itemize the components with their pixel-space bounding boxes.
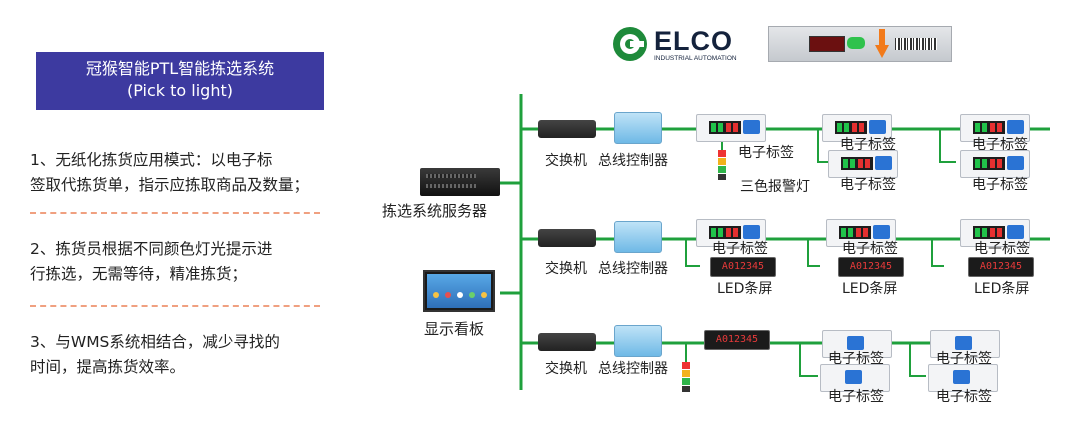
server-label: 拣选系统服务器 xyxy=(382,202,488,220)
brand-name: ELCO xyxy=(654,26,734,56)
elco-logo: ELCO INDUSTRIAL AUTOMATION xyxy=(612,26,752,66)
server-icon xyxy=(420,168,500,196)
tag-label: 电子标签 xyxy=(936,351,992,367)
controller-icon xyxy=(614,221,662,253)
down-arrow-icon xyxy=(875,29,889,58)
elco-logo-mark xyxy=(613,27,647,61)
barcode xyxy=(895,38,937,50)
ptl-device-image xyxy=(768,26,952,62)
led-strip: A012345 xyxy=(968,257,1034,277)
led-label: LED条屏 xyxy=(717,281,773,297)
point-1-line2: 签取代拣货单，指示应拣取商品及数量； xyxy=(30,176,310,194)
tag-label: 电子标签 xyxy=(738,145,794,161)
electronic-tag xyxy=(930,330,1000,358)
tag-label: 电子标签 xyxy=(840,137,896,153)
electronic-tag xyxy=(822,330,892,358)
point-1-line1: 1、无纸化拣货应用模式：以电子标 xyxy=(30,151,273,169)
point-1: 1、无纸化拣货应用模式：以电子标 签取代拣货单，指示应拣取商品及数量； xyxy=(30,148,380,198)
switch-label: 交换机 xyxy=(545,153,587,169)
three-color-lamp-icon xyxy=(718,150,726,181)
electronic-tag xyxy=(822,114,892,142)
tag-label: 电子标签 xyxy=(828,389,884,405)
electronic-tag xyxy=(820,364,890,392)
electronic-tag xyxy=(826,219,896,247)
title-box: 冠猴智能PTL智能拣选系统 (Pick to light) xyxy=(36,52,324,110)
led-label: LED条屏 xyxy=(974,281,1030,297)
brand-sub: INDUSTRIAL AUTOMATION xyxy=(654,55,737,62)
electronic-tag xyxy=(960,114,1030,142)
point-3: 3、与WMS系统相结合，减少寻找的 时间，提高拣货效率。 xyxy=(30,330,380,380)
tag-label: 电子标签 xyxy=(840,177,896,193)
electronic-tag xyxy=(960,219,1030,247)
point-2-line2: 行拣选，无需等待，精准拣货； xyxy=(30,265,248,283)
tag-label: 电子标签 xyxy=(972,137,1028,153)
divider-2 xyxy=(30,305,320,307)
point-2-line1: 2、拣货员根据不同颜色灯光提示进 xyxy=(30,240,273,258)
led-strip: A012345 xyxy=(704,330,770,350)
title-line1: 冠猴智能PTL智能拣选系统 xyxy=(85,59,275,78)
electronic-tag xyxy=(696,219,766,247)
controller-icon xyxy=(614,112,662,144)
device-display xyxy=(809,36,845,52)
display-board-icon xyxy=(423,270,495,312)
three-color-lamp-icon xyxy=(682,362,690,393)
switch-label: 交换机 xyxy=(545,361,587,377)
tag-label: 电子标签 xyxy=(974,241,1030,257)
electronic-tag xyxy=(960,150,1030,178)
led-label: LED条屏 xyxy=(842,281,898,297)
device-green-button xyxy=(847,37,865,49)
point-3-line1: 3、与WMS系统相结合，减少寻找的 xyxy=(30,333,280,351)
switch-label: 交换机 xyxy=(545,261,587,277)
tag-label: 电子标签 xyxy=(972,177,1028,193)
electronic-tag xyxy=(828,150,898,178)
controller-icon xyxy=(614,325,662,357)
switch-icon xyxy=(538,333,596,351)
switch-icon xyxy=(538,120,596,138)
led-strip: A012345 xyxy=(710,257,776,277)
divider-1 xyxy=(30,212,320,214)
point-2: 2、拣货员根据不同颜色灯光提示进 行拣选，无需等待，精准拣货； xyxy=(30,237,380,287)
electronic-tag xyxy=(928,364,998,392)
display-label: 显示看板 xyxy=(424,320,485,338)
tag-label: 电子标签 xyxy=(936,389,992,405)
controller-label: 总线控制器 xyxy=(598,361,668,377)
point-3-line2: 时间，提高拣货效率。 xyxy=(30,358,186,376)
switch-icon xyxy=(538,229,596,247)
led-strip: A012345 xyxy=(838,257,904,277)
title-line2: (Pick to light) xyxy=(127,81,233,100)
controller-label: 总线控制器 xyxy=(598,153,668,169)
controller-label: 总线控制器 xyxy=(598,261,668,277)
tag-label: 电子标签 xyxy=(828,351,884,367)
lamp-label: 三色报警灯 xyxy=(740,179,810,195)
electronic-tag xyxy=(696,114,766,142)
tag-label: 电子标签 xyxy=(712,241,768,257)
tag-label: 电子标签 xyxy=(842,241,898,257)
